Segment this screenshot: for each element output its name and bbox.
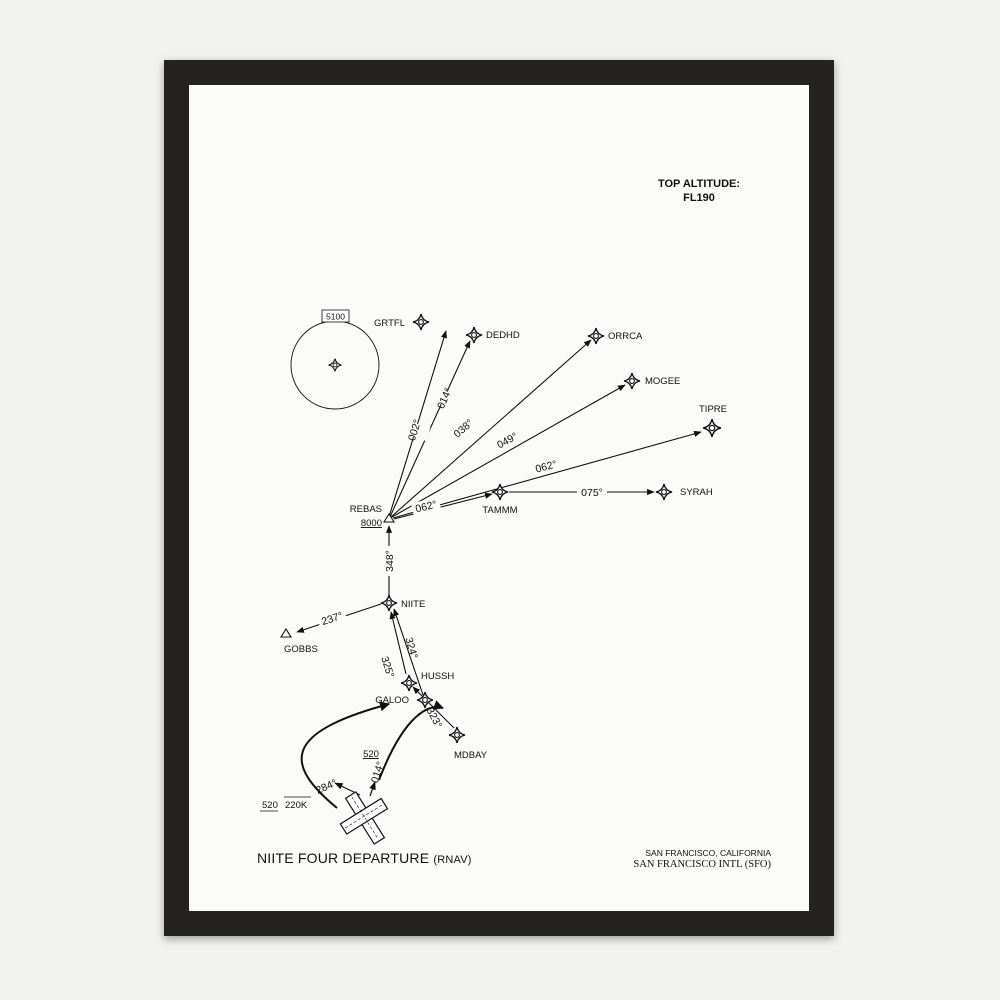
altitude-runway: 520 [262,800,278,811]
waypoint-niite-icon [380,594,398,612]
altitude-mdbay: 520 [363,749,379,760]
leg-rebas-orrca [390,339,592,518]
procedure-title: NIITE FOUR DEPARTURE (RNAV) [257,850,472,866]
leg-rebas-dedhd [389,340,471,518]
waypoint-mogee-icon [623,372,641,390]
label-tipre: TIPRE [699,404,727,415]
procedure-name: NIITE FOUR DEPARTURE [257,850,430,866]
procedure-suffix: (RNAV) [433,854,472,866]
runway-icon [339,791,389,845]
label-gobbs: GOBBS [284,644,318,655]
waypoint-rebas-icon [383,512,395,523]
chart-paper: TOP ALTITUDE: FL190 5100 [189,85,809,911]
airport-location: SAN FRANCISCO, CALIFORNIA SAN FRANCISCO … [633,848,771,870]
top-altitude-value: FL190 [683,192,715,204]
speed-restriction: 220K [285,800,308,811]
waypoint-orrca-icon [587,327,605,345]
course-runway-north: 014° [369,760,387,784]
course-niite-gobbs: 237° [320,610,344,628]
label-tammm: TAMMM [482,505,517,516]
label-dedhd: DEDHD [486,330,520,341]
leg-hussh-niite [389,611,407,675]
waypoint-galoo-icon [416,691,434,709]
course-niite-rebas: 348° [384,550,396,572]
waypoint-tipre-icon [702,418,722,438]
course-hussh-niite: 324° [402,636,420,660]
path-west-turn [300,701,390,809]
label-orrca: ORRCA [608,331,643,342]
course-rebas-tammm: 062° [414,499,438,516]
course-mdbay-hussh: 323° [424,706,445,731]
picture-frame: TOP ALTITUDE: FL190 5100 [164,60,834,936]
label-syrah: SYRAH [680,487,713,498]
leg-rebas-tipre [392,430,702,519]
label-rebas: REBAS [350,504,382,515]
departure-route-diagram: TOP ALTITUDE: FL190 5100 [260,178,740,845]
label-hussh: HUSSH [421,671,454,682]
altitude-rebas: 8000 [361,518,382,529]
label-niite: NIITE [401,599,425,610]
msa-circle: 5100 [290,309,380,410]
runway-departure-paths [300,700,444,809]
course-rebas-tipre: 062° [534,458,558,475]
location-airport: SAN FRANCISCO INTL (SFO) [633,859,771,870]
label-mdbay: MDBAY [454,750,488,761]
msa-center-fix-icon [328,358,342,372]
path-north-turn [378,700,444,781]
label-mogee: MOGEE [645,376,680,387]
location-city: SAN FRANCISCO, CALIFORNIA [645,848,771,858]
waypoint-mdbay-icon [448,726,466,744]
waypoint-syrah-icon [655,483,673,501]
top-altitude-label: TOP ALTITUDE: [658,178,740,190]
airport-code: (SFO) [744,859,771,870]
airport-name: SAN FRANCISCO INTL [633,859,743,870]
leg-rebas-tammm [393,492,493,520]
leg-galoo-niite [393,608,424,696]
label-grtfl: GRTFL [374,318,405,329]
waypoint-dedhd-icon [465,326,483,344]
course-tammm-syrah: 075° [581,487,603,499]
waypoint-grtfl-icon [412,313,430,331]
label-galoo: GALOO [375,695,409,706]
course-labels: 002° 014° 038° 049° 062° 062° 075° 348° [314,385,607,797]
course-runway-west: 284° [314,777,339,797]
leg-rebas-mogee [391,384,626,518]
waypoint-gobbs-icon [280,627,292,638]
msa-altitude: 5100 [326,312,345,322]
course-galoo-niite: 325° [378,655,396,679]
route-legs [296,330,702,729]
